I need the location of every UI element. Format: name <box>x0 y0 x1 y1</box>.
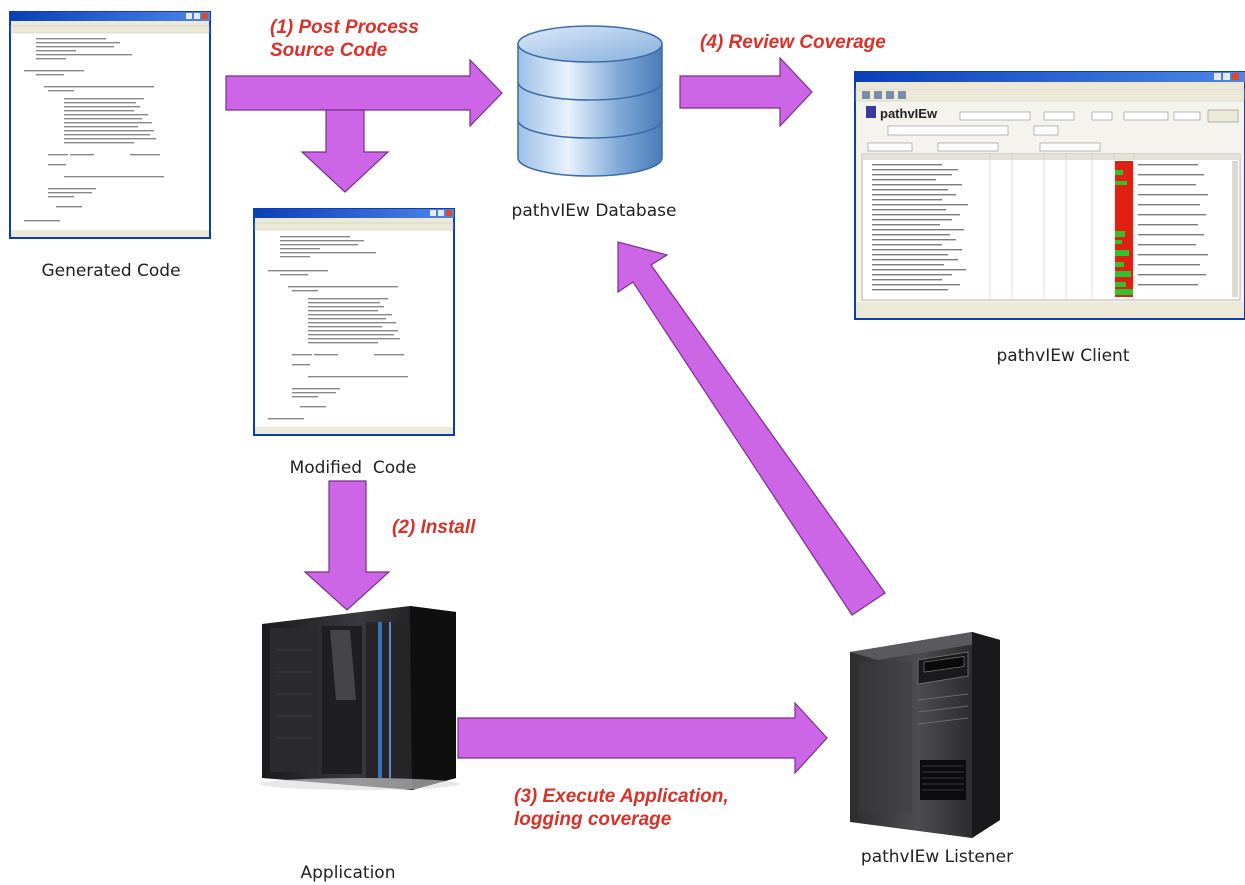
arrow-post-process <box>225 58 503 128</box>
listener-label: pathvIEw Listener <box>861 847 1013 867</box>
generated-code-window <box>9 11 211 239</box>
database-icon <box>517 25 663 177</box>
arrow-install <box>303 480 391 611</box>
tower-server-icon <box>850 632 1000 838</box>
client-label: pathvIEw Client <box>997 346 1130 366</box>
step1-label-line1: (1) Post Process <box>270 17 419 38</box>
arrow-listener-to-database <box>617 241 886 616</box>
arrow-execute <box>457 701 828 775</box>
client-logo-text: pathvIEw <box>880 106 938 121</box>
modified-code-window <box>253 208 455 436</box>
modified-code-label: Modified Code <box>290 458 417 478</box>
step-labels: (1) Post Process Source Code (2) Install… <box>270 17 886 830</box>
database-label: pathvIEw Database <box>512 201 677 221</box>
arrow-review-coverage <box>679 56 813 128</box>
step4-label: (4) Review Coverage <box>700 32 886 53</box>
step3-label-line2: logging coverage <box>514 809 672 830</box>
component-labels: Generated Code Modified Code pathvIEw Da… <box>41 201 1129 883</box>
step1-label-line2: Source Code <box>270 40 388 61</box>
application-label: Application <box>301 863 396 883</box>
arrows <box>225 56 886 775</box>
mainframe-server-icon <box>260 606 460 790</box>
arrow-to-modified-code <box>300 109 390 193</box>
step3-label-line1: (3) Execute Application, <box>514 786 729 807</box>
step2-label: (2) Install <box>392 517 476 538</box>
pathview-client-window: pathvIEw <box>854 71 1245 320</box>
generated-code-label: Generated Code <box>41 261 180 281</box>
